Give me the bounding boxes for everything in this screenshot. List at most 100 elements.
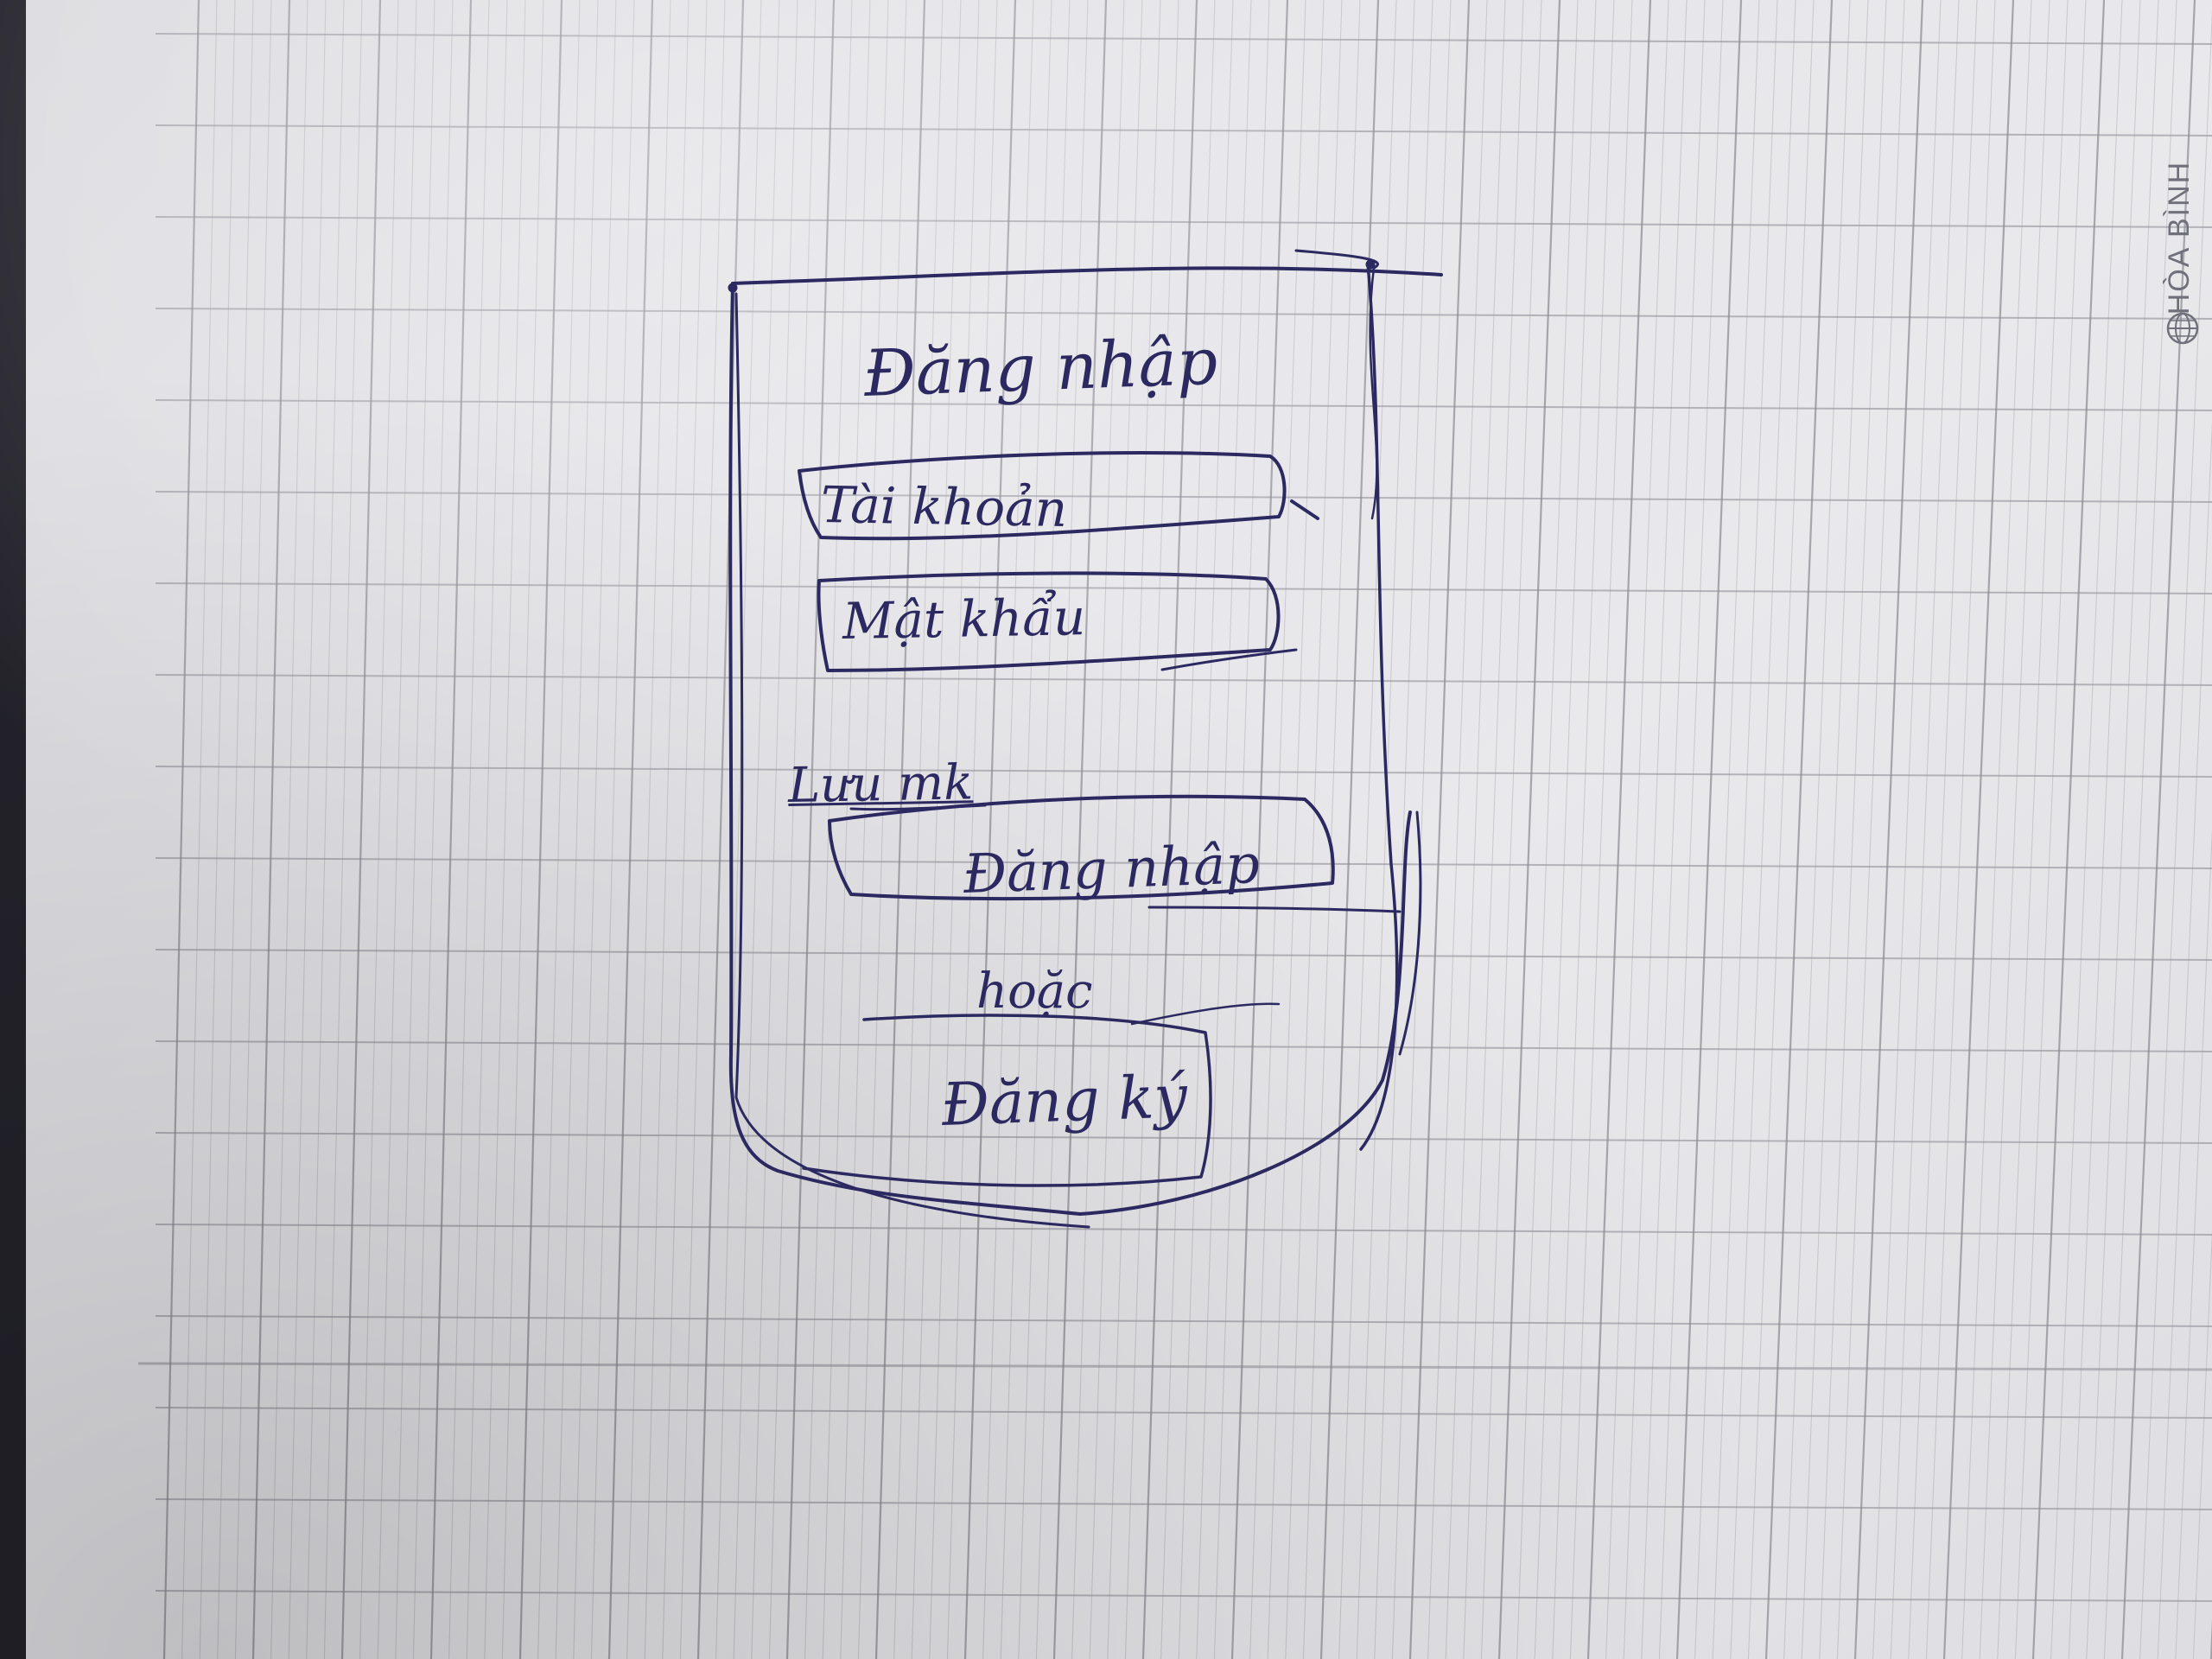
grid-line <box>2139 10 2212 1659</box>
grid-line <box>217 0 254 1659</box>
grid-line <box>155 1315 2212 1327</box>
grid-line <box>155 766 2212 778</box>
grid-line <box>2157 420 2212 1659</box>
grid-line <box>662 0 708 1659</box>
grid-line <box>1872 0 1942 1659</box>
grid-line <box>537 0 581 1659</box>
grid-line <box>1836 0 1905 1659</box>
grid-line <box>251 0 291 1659</box>
grid-line <box>2068 0 2141 1659</box>
grid-line <box>288 0 327 1659</box>
grid-line <box>1997 0 2069 1659</box>
grid-line <box>1445 0 1506 1659</box>
grid-line <box>501 0 544 1659</box>
globe-icon <box>2166 312 2199 345</box>
grid-line <box>2014 0 2087 1659</box>
grid-line <box>1801 0 1869 1659</box>
grid-line <box>1586 0 1652 1659</box>
grid-line <box>1764 0 1834 1659</box>
grid-line <box>607 0 654 1659</box>
grid-line <box>1925 0 1996 1659</box>
grid-line <box>1534 0 1597 1659</box>
grid-line <box>1712 0 1778 1659</box>
grid-line <box>1819 0 1887 1659</box>
login-title: Đăng nhập <box>862 324 1219 411</box>
grid-line <box>1641 0 1706 1659</box>
grid-line <box>1516 0 1579 1659</box>
grid-line <box>1783 0 1851 1659</box>
grid-line <box>1623 0 1688 1659</box>
grid-line <box>1552 0 1615 1659</box>
grid-line <box>1675 0 1743 1659</box>
register-button-label: Đăng ký <box>940 1063 1189 1140</box>
grid-line <box>155 1224 2212 1236</box>
grid-line <box>270 0 308 1659</box>
grid-line <box>155 124 2212 137</box>
password-placeholder: Mật khẩu <box>842 588 1086 651</box>
paper-brand: HÒA BÌNH <box>2153 121 2205 380</box>
grid-line <box>2050 0 2123 1659</box>
grid-line <box>1730 0 1796 1659</box>
grid-line <box>155 216 2212 228</box>
grid-line <box>340 0 382 1659</box>
login-button-label: Đăng nhập <box>962 832 1261 906</box>
grid-line <box>137 1362 2212 1371</box>
grid-line <box>2192 1230 2212 1659</box>
grid-line <box>448 0 490 1659</box>
grid-line <box>1374 0 1433 1659</box>
grid-line <box>181 0 218 1659</box>
grid-line <box>2120 0 2196 1659</box>
grid-line <box>573 0 617 1659</box>
grid-line <box>466 0 508 1659</box>
grid-line <box>1658 0 1724 1659</box>
grid-line <box>155 1590 2212 1602</box>
grid-line <box>1979 0 2050 1659</box>
grid-line <box>1908 0 1978 1659</box>
username-placeholder: Tài khoản <box>820 475 1068 538</box>
grid-line <box>644 0 690 1659</box>
grid-line <box>1569 0 1633 1659</box>
grid-line <box>1356 0 1415 1659</box>
grid-line <box>590 0 635 1659</box>
grid-line <box>323 0 363 1659</box>
grid-line <box>155 1498 2212 1510</box>
grid-line <box>395 0 435 1659</box>
grid-line <box>1605 0 1669 1659</box>
grid-line <box>155 1407 2212 1419</box>
grid-line <box>1463 0 1524 1659</box>
grid-line <box>155 33 2212 45</box>
grid-line <box>359 0 399 1659</box>
grid-line <box>234 0 272 1659</box>
grid-line <box>1890 0 1960 1659</box>
grid-line <box>412 0 454 1659</box>
grid-line <box>1427 0 1488 1659</box>
grid-line <box>1480 0 1542 1659</box>
grid-line <box>1408 0 1471 1659</box>
grid-line <box>555 0 599 1659</box>
grid-line <box>1497 0 1561 1659</box>
grid-line <box>1961 0 2032 1659</box>
grid-line <box>518 0 563 1659</box>
grid-line <box>2175 827 2212 1659</box>
or-separator-text: hoặc <box>976 963 1093 1020</box>
grid-line <box>199 0 236 1659</box>
grid-line <box>2086 0 2159 1659</box>
grid-line <box>1338 0 1397 1659</box>
grid-line <box>484 0 526 1659</box>
grid-line <box>1391 0 1452 1659</box>
grid-line <box>429 0 473 1659</box>
grid-line <box>306 0 345 1659</box>
grid-line <box>155 674 2212 686</box>
grid-line <box>1747 0 1815 1659</box>
grid-line <box>1853 0 1924 1659</box>
grid-line <box>377 0 417 1659</box>
grid-line <box>2103 0 2177 1659</box>
grid-line <box>626 0 671 1659</box>
grid-line <box>1694 0 1760 1659</box>
grid-line <box>162 0 200 1659</box>
grid-line <box>1942 0 2015 1659</box>
grid-line <box>2031 0 2106 1659</box>
grid-line <box>679 0 726 1659</box>
